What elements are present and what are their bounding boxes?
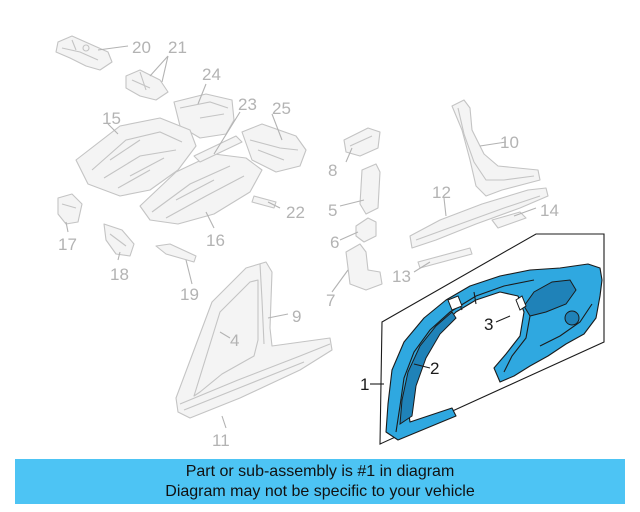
- callout-21: 21: [168, 38, 187, 57]
- part-13-strip: [417, 247, 473, 269]
- leader-lines-black: [370, 315, 511, 385]
- part-15-front-floor-pan: [75, 117, 197, 197]
- part-1-outline-box: [379, 233, 605, 445]
- part-20-bracket: [55, 35, 113, 71]
- callout-labels: 20 21 24 23 25 15 8 10 12 5 14 22 6 16 1…: [58, 38, 559, 450]
- callout-12: 12: [432, 183, 451, 202]
- part-1-body-side-assembly: [385, 263, 603, 441]
- callout-17: 17: [58, 235, 77, 254]
- callout-18: 18: [110, 265, 129, 284]
- part-25-panel: [241, 123, 307, 173]
- callout-8: 8: [328, 161, 337, 180]
- notice-line-2: Diagram may not be specific to your vehi…: [165, 483, 475, 500]
- callout-15: 15: [102, 109, 121, 128]
- callout-14: 14: [540, 201, 559, 220]
- callout-22: 22: [286, 203, 305, 222]
- callout-16: 16: [206, 231, 225, 250]
- leader-lines-gray: [65, 45, 537, 429]
- notice-line-1: Part or sub-assembly is #1 in diagram: [185, 463, 455, 480]
- part-12-rail: [409, 187, 549, 249]
- part-4-9-11-side-frame: [175, 261, 333, 419]
- callout-6: 6: [330, 233, 339, 252]
- part-17-bracket: [57, 193, 83, 225]
- callout-13: 13: [392, 267, 411, 286]
- callout-24: 24: [202, 65, 221, 84]
- part-10-pillar: [451, 99, 541, 197]
- callout-10: 10: [500, 133, 519, 152]
- part-14-strip: [491, 211, 527, 229]
- callout-2: 2: [430, 359, 439, 378]
- part-18-bracket: [103, 223, 135, 257]
- callout-11: 11: [212, 431, 230, 450]
- parts-diagram: 20 21 24 23 25 15 8 10 12 5 14 22 6 16 1…: [55, 35, 605, 450]
- part-22-strip: [251, 195, 277, 209]
- notice-banner: Part or sub-assembly is #1 in diagram Di…: [15, 459, 625, 504]
- part-8-bracket: [343, 127, 381, 157]
- part-23-crossmember: [193, 135, 243, 163]
- part-7-bracket: [345, 243, 383, 291]
- part-16-rear-floor-pan: [139, 153, 263, 225]
- part-6-bracket: [355, 217, 377, 243]
- callout-3: 3: [484, 315, 493, 334]
- part-5-bracket: [359, 163, 381, 215]
- callout-5: 5: [328, 201, 337, 220]
- callout-19: 19: [180, 285, 199, 304]
- callout-20: 20: [132, 38, 151, 57]
- callout-1: 1: [360, 375, 369, 394]
- callout-23: 23: [238, 95, 257, 114]
- part-24-panel: [173, 93, 235, 139]
- part-19-strip: [155, 243, 197, 263]
- callout-4: 4: [230, 331, 239, 350]
- callout-9: 9: [292, 307, 301, 326]
- part-21-bracket: [125, 69, 169, 101]
- callout-7: 7: [326, 291, 335, 310]
- callout-25: 25: [272, 99, 291, 118]
